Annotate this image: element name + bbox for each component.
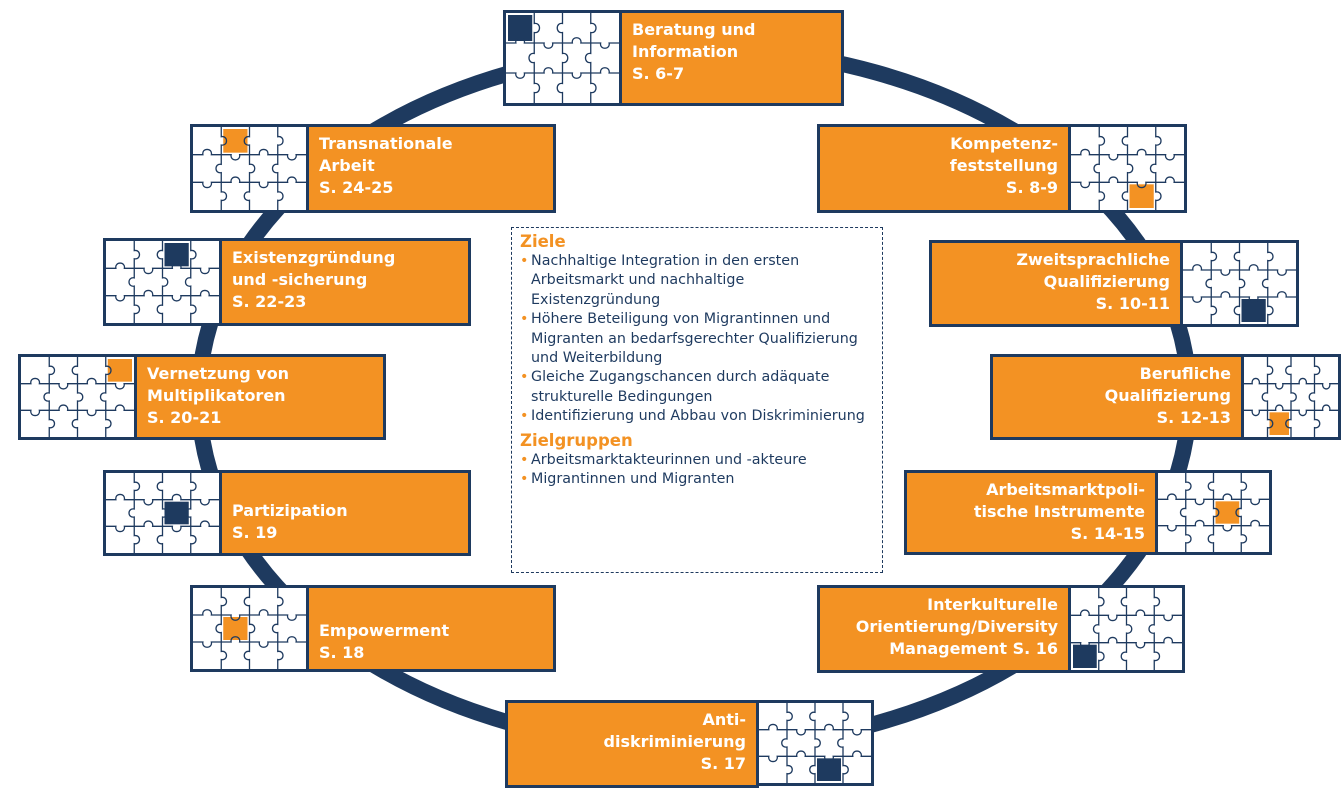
module-title: Existenzgründung [232,248,396,267]
module-pages: S. 6-7 [632,64,685,83]
module-title: Anti- [702,710,746,729]
module-title: Orientierung/Diversity [855,617,1058,636]
target-groups-heading: Zielgruppen [520,430,633,450]
puzzle-icon [103,238,222,326]
module-title: und -sicherung [232,270,368,289]
module-title: Qualifizierung [1104,386,1231,405]
goal-item: Nachhaltige Integration in den ersten Ar… [520,252,874,310]
module-title: Qualifizierung [1043,272,1170,291]
module-pages: S. 14-15 [1070,524,1145,543]
module-title: Arbeitsmarktpoli- [986,480,1145,499]
module-vernetzung[interactable]: Vernetzung von Multiplikatoren S. 20-21 [134,354,386,440]
module-interkulturelle[interactable]: Interkulturelle Orientierung/Diversity M… [817,585,1071,673]
puzzle-icon [103,470,222,556]
module-pages: S. 10-11 [1095,294,1170,313]
goal-item: Identifizierung und Abbau von Diskrimini… [520,407,874,427]
goal-item: Höhere Beteiligung von Migrantinnen und … [520,310,874,368]
module-title: Zweitsprachliche [1016,250,1170,269]
module-title: Beratung und [632,20,756,39]
target-group-item: Arbeitsmarktakteurinnen und -akteure [520,451,874,471]
module-title: feststellung [949,156,1058,175]
module-title: Interkulturelle [927,595,1058,614]
module-pages: S. 22-23 [232,292,307,311]
module-title: tische Instrumente [973,502,1145,521]
module-pages: S. 12-13 [1156,408,1231,427]
module-title: diskriminierung [603,732,746,751]
puzzle-icon [18,354,137,440]
target-group-item: Migrantinnen und Migranten [520,470,874,490]
module-arbeitsmarkt[interactable]: Arbeitsmarktpoli- tische Instrumente S. … [904,470,1158,555]
goal-item: Gleiche Zugangschancen durch adäquate st… [520,368,874,407]
module-pages: Management S. 16 [889,639,1058,658]
module-title: Transnationale [319,134,453,153]
puzzle-icon [1241,354,1341,440]
module-title: Multiplikatoren [147,386,286,405]
puzzle-icon [1180,240,1299,327]
puzzle-icon [1155,470,1272,555]
module-kompetenz[interactable]: Kompetenz- feststellung S. 8-9 [817,124,1071,213]
module-pages: S. 8-9 [1005,178,1058,197]
module-pages: S. 24-25 [319,178,394,197]
module-title: Vernetzung von [147,364,290,383]
goals-panel: Ziele Nachhaltige Integration in den ers… [511,227,883,573]
module-title: Kompetenz- [950,134,1058,153]
module-beratung[interactable]: Beratung und Information S. 6-7 [619,10,844,106]
module-title: Information [632,42,739,61]
puzzle-icon [756,700,874,786]
module-title: Partizipation [232,501,348,520]
puzzle-icon [190,124,309,213]
module-transnationale[interactable]: Transnationale Arbeit S. 24-25 [306,124,556,213]
puzzle-icon [1068,585,1185,673]
module-antidiskriminierung[interactable]: Anti- diskriminierung S. 17 [505,700,759,788]
module-title: Arbeit [319,156,375,175]
module-pages: S. 19 [232,523,278,542]
module-existenz[interactable]: Existenzgründung und -sicherung S. 22-23 [219,238,471,326]
puzzle-icon [190,585,309,672]
module-pages: S. 20-21 [147,408,222,427]
module-pages: S. 18 [319,643,365,662]
module-partizipation[interactable]: Partizipation S. 19 [219,470,471,556]
puzzle-icon [1068,124,1187,213]
module-berufliche[interactable]: Berufliche Qualifizierung S. 12-13 [990,354,1244,440]
module-title: Berufliche [1139,364,1231,383]
module-zweitsprachliche[interactable]: Zweitsprachliche Qualifizierung S. 10-11 [929,240,1183,327]
module-title: Empowerment [319,621,450,640]
puzzle-icon [503,10,622,106]
goals-heading: Ziele [520,232,566,251]
module-empowerment[interactable]: Empowerment S. 18 [306,585,556,672]
module-pages: S. 17 [700,754,746,773]
